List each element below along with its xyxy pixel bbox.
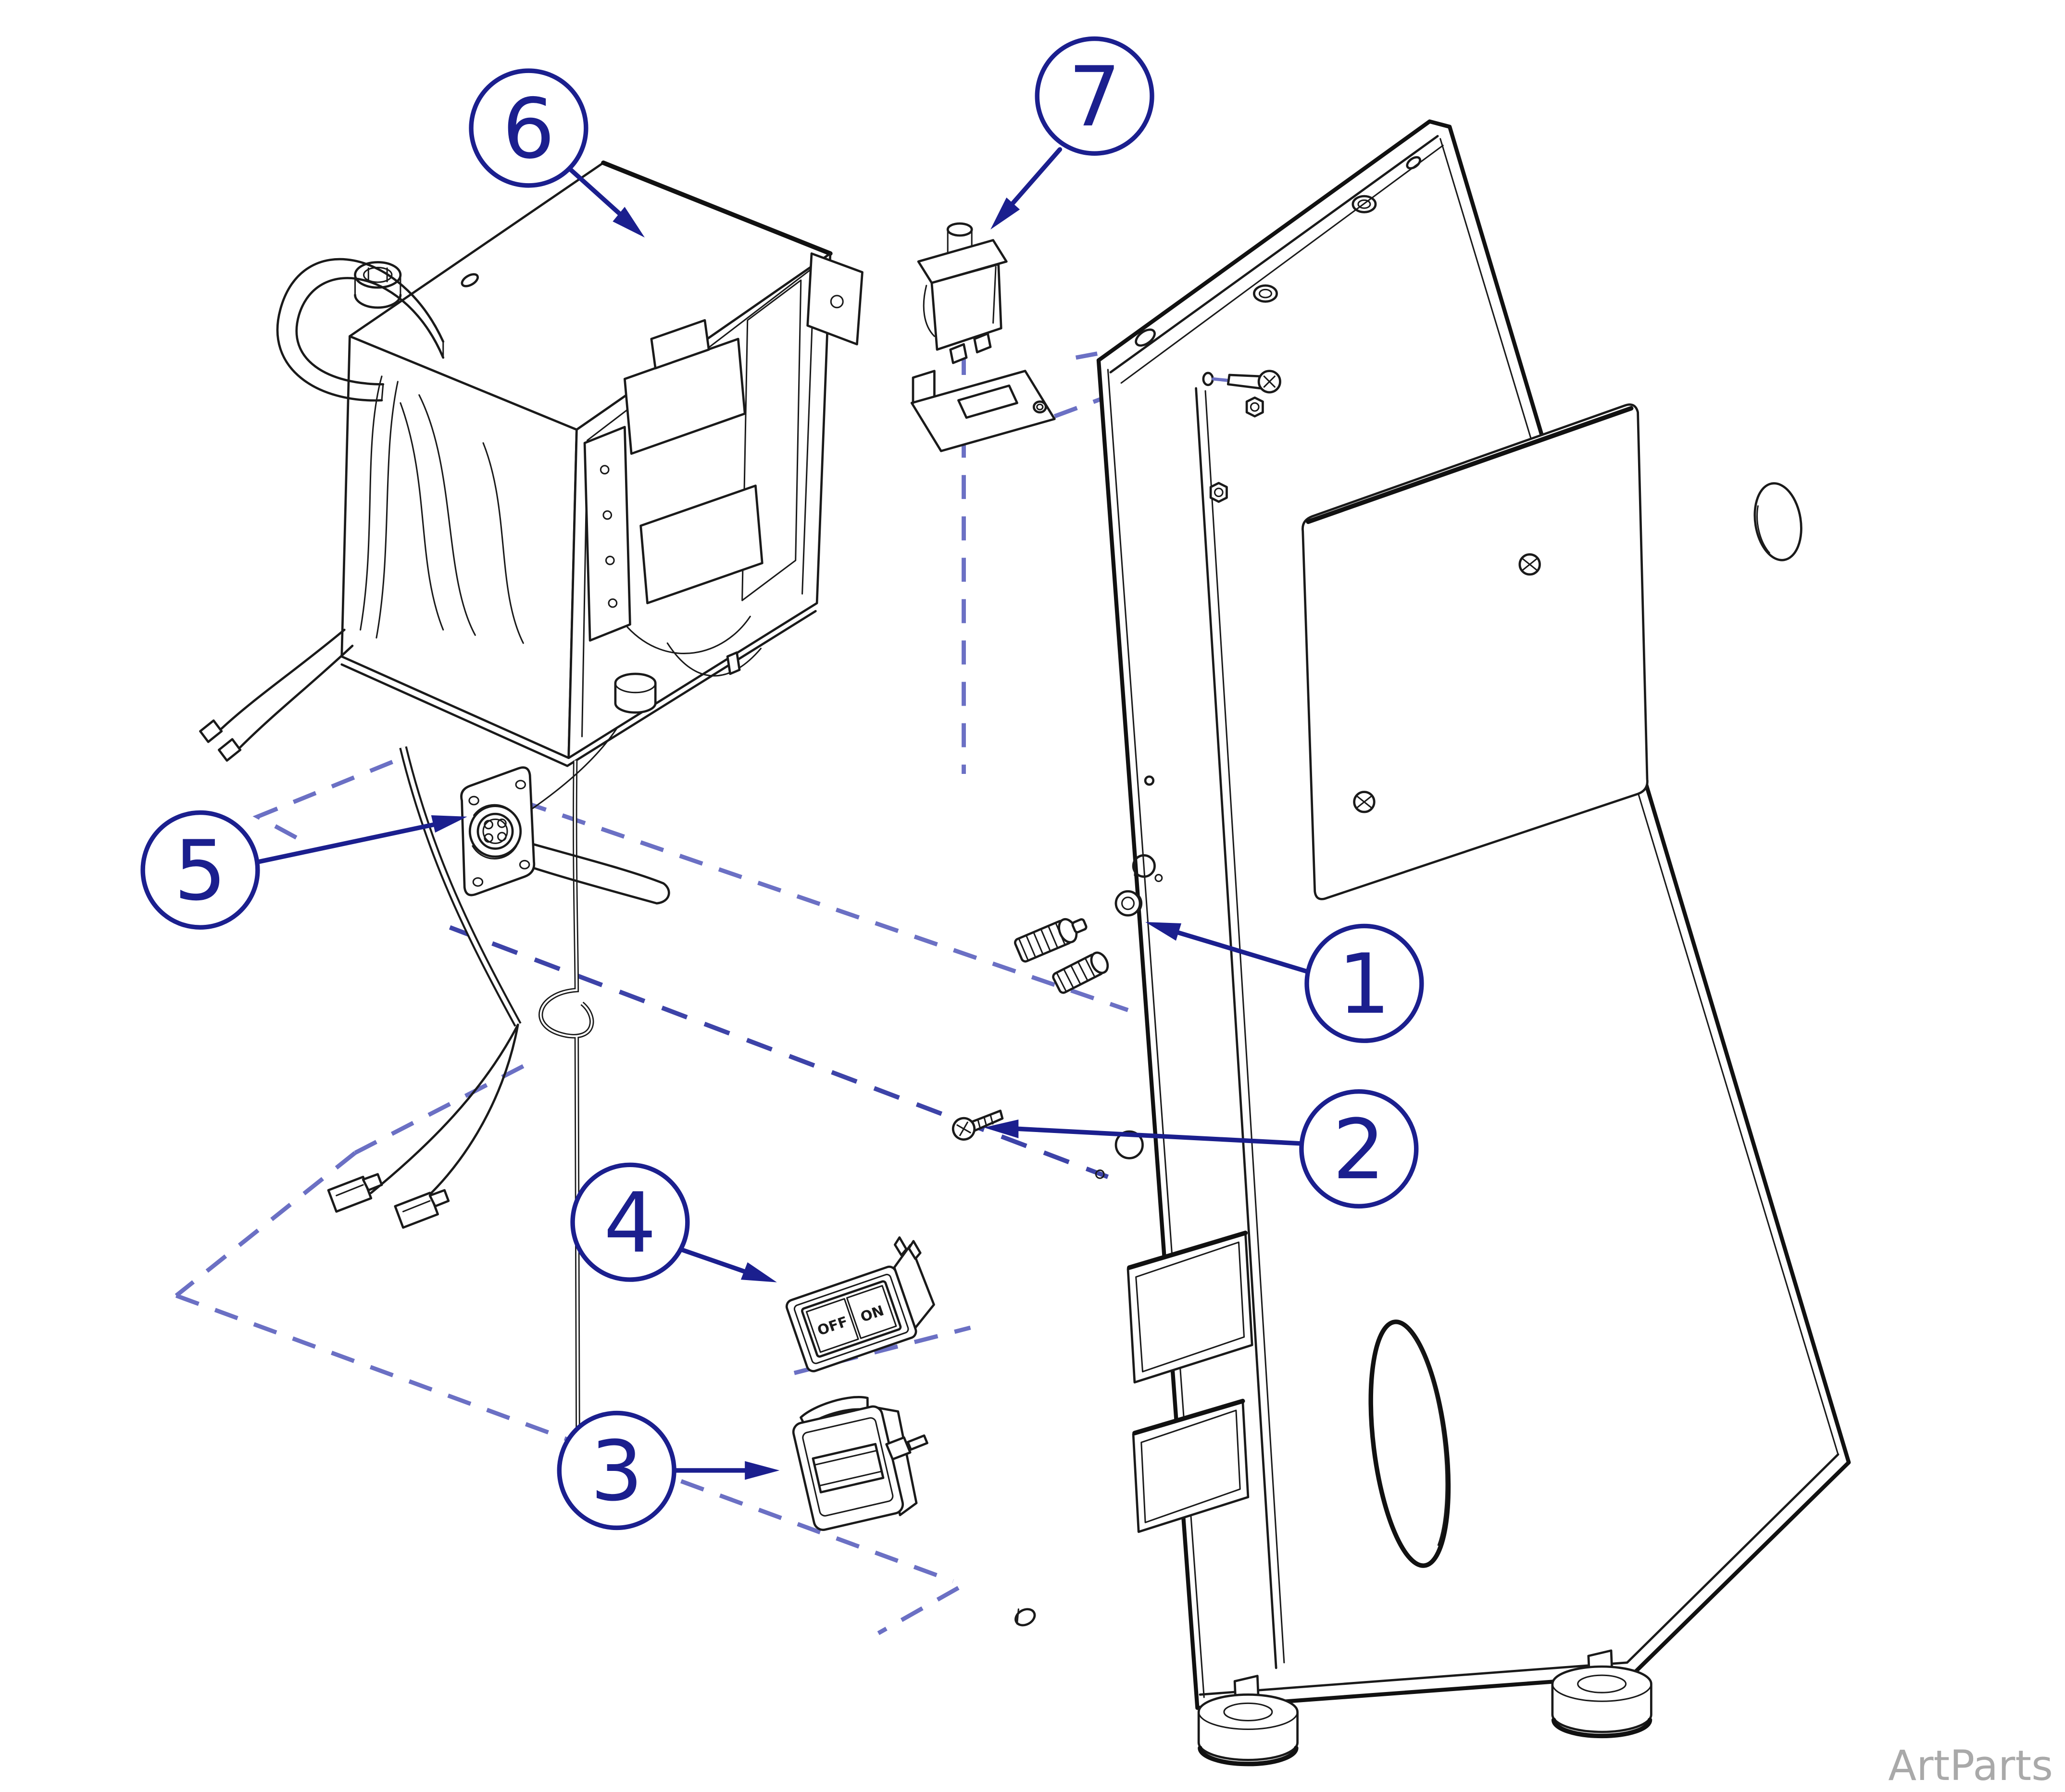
exit-wires bbox=[199, 628, 354, 762]
guide-top-corner-tick bbox=[1075, 351, 1098, 360]
guide-harness-plane-c bbox=[354, 1064, 525, 1155]
panel-top-edge-inner2 bbox=[1120, 145, 1444, 384]
side-panel bbox=[1014, 119, 1851, 1767]
large-oval-opening bbox=[1368, 1319, 1451, 1568]
guide-module-plane-left bbox=[252, 759, 393, 844]
mounting-screw bbox=[951, 1109, 1004, 1141]
control-module bbox=[199, 160, 864, 767]
rectangular-cutout-1 bbox=[1126, 1231, 1253, 1384]
callouts: 6 7 5 1 2 4 bbox=[140, 36, 1424, 1531]
stud bbox=[726, 651, 741, 675]
spade-connector-1 bbox=[327, 1173, 383, 1213]
round-hole-lower bbox=[1095, 1130, 1144, 1179]
wall-tube-2 bbox=[375, 381, 399, 639]
wall-tube-1 bbox=[360, 375, 383, 631]
panel-outline bbox=[1096, 119, 1851, 1710]
power-connector bbox=[460, 766, 536, 896]
mounting-flange bbox=[806, 252, 864, 346]
interlock-switch bbox=[917, 222, 1008, 364]
wire-harness bbox=[327, 728, 670, 1498]
harness-branch-1 bbox=[370, 1023, 519, 1194]
callout-6: 6 bbox=[469, 68, 645, 238]
long-drop-wire bbox=[538, 760, 607, 1498]
bottom-canister bbox=[614, 672, 657, 714]
bent-rod bbox=[519, 839, 670, 905]
leveling-foot-front bbox=[1197, 1675, 1299, 1767]
callout-7-number: 7 bbox=[1068, 49, 1121, 145]
thumb-knobs bbox=[1014, 918, 1109, 994]
callout-3: 3 bbox=[557, 1410, 780, 1531]
top-oval-hole bbox=[1135, 328, 1156, 347]
meter-window bbox=[812, 1443, 885, 1493]
callout-4-number: 4 bbox=[604, 1175, 657, 1271]
plunger bbox=[946, 222, 973, 237]
bottom-corner-hole bbox=[1014, 1608, 1036, 1627]
callout-5: 5 bbox=[140, 810, 467, 930]
switch-body bbox=[930, 263, 1002, 351]
hex-screw-1 bbox=[1245, 396, 1264, 418]
d-shaped-hole bbox=[1132, 854, 1163, 882]
callout-1: 1 bbox=[1145, 922, 1424, 1043]
module-internals bbox=[400, 279, 802, 714]
callout-7: 7 bbox=[990, 36, 1154, 230]
side-oval-hole bbox=[1753, 482, 1802, 561]
countersunk-hole-1 bbox=[1253, 284, 1278, 303]
panel-screw-floating bbox=[1202, 370, 1281, 394]
panel-top-edge-inner bbox=[1109, 135, 1439, 373]
pilot-hole bbox=[1144, 775, 1155, 786]
callout-5-number: 5 bbox=[174, 822, 227, 919]
connector-pigtail bbox=[520, 728, 618, 818]
spade-connector-2 bbox=[394, 1189, 450, 1229]
hour-meter bbox=[792, 1395, 928, 1531]
top-face-hole bbox=[461, 273, 479, 287]
top-small-hole bbox=[1406, 156, 1421, 170]
callout-4: 4 bbox=[570, 1162, 777, 1282]
hex-screw-2 bbox=[1209, 482, 1228, 503]
callout-2: 2 bbox=[984, 1089, 1419, 1209]
guide-bracket-to-panel bbox=[1053, 397, 1102, 419]
handle-tube bbox=[276, 258, 445, 402]
phillips-screw-1 bbox=[1518, 553, 1541, 576]
panel-corner-edge bbox=[1195, 387, 1277, 1669]
switch-flange bbox=[917, 239, 1008, 284]
panel-corner-edge2 bbox=[1204, 390, 1285, 1664]
panel-bottom-edge-inner bbox=[1199, 1453, 1840, 1696]
switch-bracket bbox=[910, 370, 1056, 452]
guide-harness-plane-b bbox=[175, 1294, 954, 1583]
dashed-guides bbox=[175, 310, 1206, 1635]
guide-connector-to-panel-upper bbox=[522, 800, 1129, 1012]
module-back-edge bbox=[601, 160, 833, 256]
countersunk-hole-2 bbox=[1352, 195, 1377, 213]
panel-right-edge-inner bbox=[1439, 138, 1839, 1456]
guide-harness-plane-a bbox=[175, 1151, 357, 1297]
guide-meter-to-cutout bbox=[877, 1586, 960, 1635]
panel-grommet bbox=[1114, 890, 1143, 917]
rocker-switch: OFF ON bbox=[785, 1236, 935, 1372]
leveling-foot-right bbox=[1551, 1649, 1652, 1739]
phillips-screw-2 bbox=[1353, 791, 1376, 813]
harness-branch-2 bbox=[413, 1023, 519, 1210]
terminal-strip bbox=[583, 425, 631, 642]
callout-3-number: 3 bbox=[590, 1423, 643, 1519]
callout-1-number: 1 bbox=[1338, 936, 1391, 1033]
guide-switch-to-cutout bbox=[793, 1325, 971, 1375]
access-panel bbox=[1209, 396, 1649, 900]
capacitor-block bbox=[639, 485, 763, 605]
guide-screw-axis bbox=[449, 925, 1109, 1179]
callout-2-number: 2 bbox=[1333, 1101, 1386, 1198]
bracket-slot bbox=[957, 384, 1018, 419]
rectangular-cutout-2 bbox=[1132, 1398, 1250, 1533]
callout-6-number: 6 bbox=[502, 81, 555, 177]
watermark: ArtParts bbox=[1888, 1742, 2053, 1790]
